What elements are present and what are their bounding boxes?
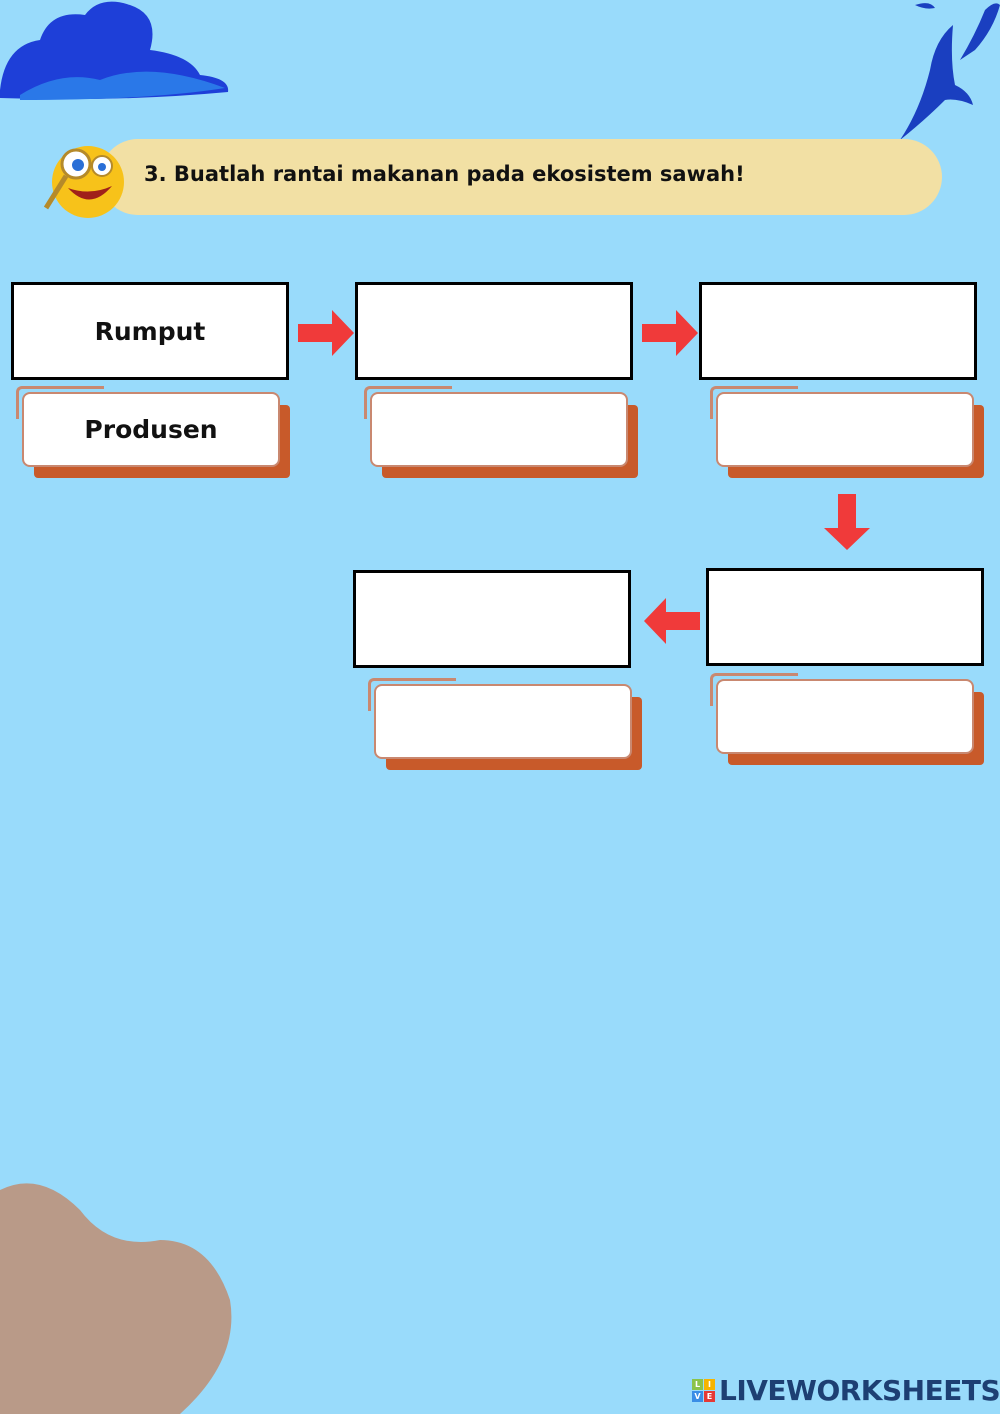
arrow-right-icon bbox=[642, 310, 698, 356]
role-text-1: Produsen bbox=[22, 392, 280, 467]
role-label-4 bbox=[710, 673, 986, 769]
organism-box-1: Rumput bbox=[11, 282, 289, 380]
live-logo-icon: L I V E bbox=[692, 1379, 715, 1402]
cloud-icon bbox=[0, 1, 229, 100]
role-label-5 bbox=[368, 678, 644, 774]
role-label-3 bbox=[710, 386, 986, 482]
arrow-right-icon bbox=[298, 310, 354, 356]
role-input-2[interactable] bbox=[370, 392, 628, 467]
role-input-4[interactable] bbox=[716, 679, 974, 754]
role-input-3[interactable] bbox=[716, 392, 974, 467]
birds-icon bbox=[900, 3, 1000, 140]
role-label-2 bbox=[364, 386, 640, 482]
logo-text: LIVEWORKSHEETS bbox=[719, 1374, 1000, 1407]
role-input-5[interactable] bbox=[374, 684, 632, 759]
organism-box-4[interactable] bbox=[706, 568, 984, 666]
ground-blob bbox=[0, 1183, 232, 1414]
arrow-left-icon bbox=[644, 598, 700, 644]
arrow-down-icon bbox=[824, 494, 870, 550]
magnifier-smiley-icon bbox=[43, 146, 124, 218]
question-banner bbox=[100, 139, 942, 215]
organism-box-2[interactable] bbox=[355, 282, 633, 380]
role-label-1: Produsen bbox=[16, 386, 292, 482]
question-text: 3. Buatlah rantai makanan pada ekosistem… bbox=[144, 162, 745, 186]
liveworksheets-logo: L I V E LIVEWORKSHEETS bbox=[692, 1374, 1000, 1407]
organism-box-5[interactable] bbox=[353, 570, 631, 668]
organism-box-3[interactable] bbox=[699, 282, 977, 380]
